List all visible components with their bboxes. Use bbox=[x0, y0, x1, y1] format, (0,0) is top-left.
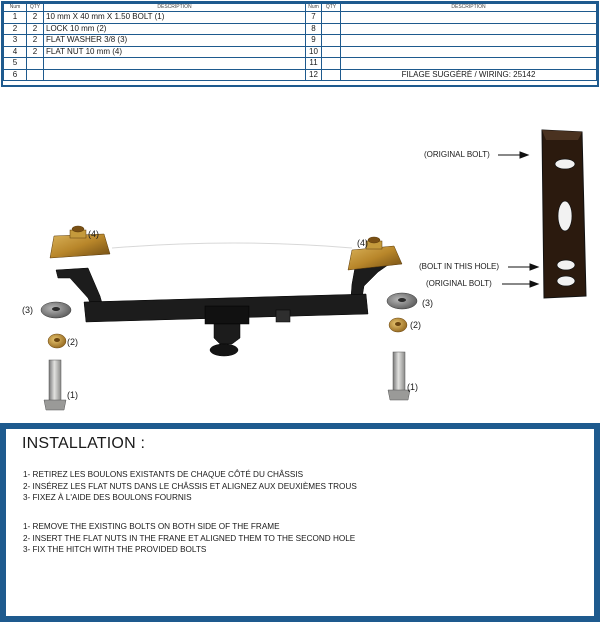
guide-curve bbox=[111, 242, 353, 249]
row-qty: 2 bbox=[26, 45, 44, 58]
label-flat-nut-right: (4) bbox=[357, 238, 368, 248]
row-description: FLAT WASHER 3/8 (3) bbox=[43, 34, 306, 47]
step-fr-1: 1- RETIREZ LES BOULONS EXISTANTS DE CHAQ… bbox=[23, 470, 304, 479]
row-num: 4 bbox=[3, 45, 27, 58]
table-row: 3 2 FLAT WASHER 3/8 (3) 9 bbox=[3, 34, 597, 47]
row-description: LOCK 10 mm (2) bbox=[43, 22, 306, 35]
installation-title: INSTALLATION : bbox=[22, 435, 146, 452]
table-row: 4 2 FLAT NUT 10 mm (4) 10 bbox=[3, 45, 597, 58]
row-num: 3 bbox=[3, 34, 27, 47]
row-qty: 2 bbox=[26, 11, 44, 24]
label-lock-right: (2) bbox=[410, 320, 421, 330]
row-num: 6 bbox=[3, 68, 27, 81]
hole-bolt bbox=[556, 259, 576, 271]
callout-original-bolt-bottom: (ORIGINAL BOLT) bbox=[426, 279, 492, 288]
wiring-suggestion: FILAGE SUGGÉRÉ / WIRING: 25142 bbox=[340, 68, 597, 81]
step-en-2: 2- INSERT THE FLAT NUTS IN THE FRANE ET … bbox=[23, 533, 356, 543]
table-row: 1 2 10 mm X 40 mm X 1.50 BOLT (1) 7 bbox=[3, 11, 597, 24]
row-num: 7 bbox=[305, 11, 322, 24]
row-qty bbox=[321, 45, 341, 58]
frame-bracket bbox=[541, 129, 587, 299]
row-description: FLAT NUT 10 mm (4) bbox=[43, 45, 306, 58]
label-bolt-right: (1) bbox=[407, 382, 418, 392]
row-qty bbox=[321, 57, 341, 70]
row-description: 10 mm X 40 mm X 1.50 BOLT (1) bbox=[43, 11, 306, 24]
row-qty bbox=[26, 57, 44, 70]
row-description bbox=[340, 22, 597, 35]
row-description bbox=[340, 11, 597, 24]
hole-original-top bbox=[554, 158, 576, 170]
installation-panel: INSTALLATION : 1- RETIREZ LES BOULONS EX… bbox=[0, 423, 600, 622]
row-qty: 2 bbox=[26, 34, 44, 47]
row-qty bbox=[321, 34, 341, 47]
bolt-left bbox=[43, 359, 67, 411]
parts-table: Num QTY DESCRIPTION Num QTY DESCRIPTION … bbox=[1, 1, 599, 87]
header-qty-left: QTY bbox=[26, 3, 44, 12]
label-washer-right: (3) bbox=[422, 298, 433, 308]
exploded-view-drawing bbox=[40, 129, 587, 411]
row-num: 9 bbox=[305, 34, 322, 47]
hole-original-bottom bbox=[556, 275, 576, 287]
row-description bbox=[43, 68, 306, 81]
row-num: 11 bbox=[305, 57, 322, 70]
row-qty bbox=[321, 11, 341, 24]
row-num: 12 bbox=[305, 68, 322, 81]
header-num-right: Num bbox=[305, 3, 322, 12]
parts-table-grid: Num QTY DESCRIPTION Num QTY DESCRIPTION … bbox=[3, 3, 597, 81]
table-row: 2 2 LOCK 10 mm (2) 8 bbox=[3, 22, 597, 35]
row-qty bbox=[321, 22, 341, 35]
label-lock-left: (2) bbox=[67, 337, 78, 347]
row-num: 2 bbox=[3, 22, 27, 35]
row-num: 10 bbox=[305, 45, 322, 58]
label-bolt-left: (1) bbox=[67, 390, 78, 400]
row-num: 5 bbox=[3, 57, 27, 70]
flat-nut-right bbox=[347, 236, 403, 271]
table-header-row: Num QTY DESCRIPTION Num QTY DESCRIPTION bbox=[3, 3, 597, 12]
row-description bbox=[43, 57, 306, 70]
header-qty-right: QTY bbox=[321, 3, 341, 12]
header-num-left: Num bbox=[3, 3, 27, 12]
row-qty bbox=[26, 68, 44, 81]
step-fr-2: 2- INSÉREZ LES FLAT NUTS DANS LE CHÂSSIS… bbox=[23, 481, 357, 491]
flat-nut-left bbox=[49, 225, 111, 259]
table-row: 6 12 FILAGE SUGGÉRÉ / WIRING: 25142 bbox=[3, 68, 597, 81]
installation-steps-french: 1- RETIREZ LES BOULONS EXISTANTS DE CHAQ… bbox=[23, 469, 357, 504]
table-row: 5 11 bbox=[3, 57, 597, 70]
step-en-1: 1- REMOVE THE EXISTING BOLTS ON BOTH SID… bbox=[23, 522, 280, 531]
row-description bbox=[340, 57, 597, 70]
bolt-right bbox=[387, 351, 411, 401]
step-fr-3: 3- FIXEZ À L'AIDE DES BOULONS FOURNIS bbox=[23, 493, 192, 502]
row-qty: 2 bbox=[26, 22, 44, 35]
label-flat-nut-left: (4) bbox=[88, 229, 99, 239]
step-en-3: 3- FIX THE HITCH WITH THE PROVIDED BOLTS bbox=[23, 545, 207, 554]
installation-steps-english: 1- REMOVE THE EXISTING BOLTS ON BOTH SID… bbox=[23, 521, 355, 556]
hitch-illustration: (ORIGINAL BOLT) (BOLT IN THIS HOLE) (ORI… bbox=[0, 88, 600, 422]
row-description bbox=[340, 34, 597, 47]
row-qty bbox=[321, 68, 341, 81]
hitch-body bbox=[55, 257, 389, 357]
row-num: 8 bbox=[305, 22, 322, 35]
callout-arrows bbox=[498, 151, 540, 288]
label-washer-left: (3) bbox=[22, 305, 33, 315]
callout-bolt-in-this-hole: (BOLT IN THIS HOLE) bbox=[419, 262, 500, 271]
row-num: 1 bbox=[3, 11, 27, 24]
hole-slot bbox=[557, 200, 573, 232]
header-description-left: DESCRIPTION bbox=[43, 3, 306, 12]
header-description-right: DESCRIPTION bbox=[340, 3, 597, 12]
row-description bbox=[340, 45, 597, 58]
callout-original-bolt-top: (ORIGINAL BOLT) bbox=[424, 150, 490, 159]
